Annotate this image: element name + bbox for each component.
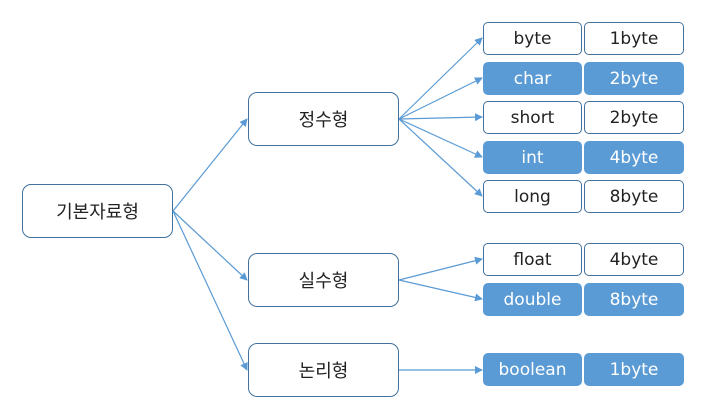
type-size: 8byte bbox=[609, 186, 659, 207]
group-node-float: 실수형 bbox=[248, 253, 399, 307]
type-size-cell-int: 4byte bbox=[584, 141, 684, 174]
type-name-cell-double: double bbox=[483, 283, 582, 316]
type-name-cell-int: int bbox=[483, 141, 582, 174]
type-size-cell-float: 4byte bbox=[584, 243, 684, 276]
group-node-label: 정수형 bbox=[298, 110, 349, 131]
type-name: float bbox=[513, 249, 552, 270]
type-name: short bbox=[510, 107, 555, 128]
type-name: char bbox=[513, 68, 552, 89]
type-size-cell-byte: 1byte bbox=[584, 22, 684, 55]
type-name: long bbox=[514, 186, 551, 207]
group-node-label: 실수형 bbox=[298, 271, 349, 292]
edge-integer-to-char bbox=[398, 77, 483, 120]
type-size: 4byte bbox=[609, 249, 659, 270]
type-name: byte bbox=[513, 28, 552, 49]
type-name-cell-float: float bbox=[483, 243, 582, 276]
type-size: 4byte bbox=[609, 147, 659, 168]
type-size: 8byte bbox=[609, 289, 659, 310]
edge-integer-to-byte bbox=[398, 37, 483, 120]
type-size-cell-long: 8byte bbox=[584, 180, 684, 213]
type-name-cell-boolean: boolean bbox=[483, 353, 582, 386]
edge-integer-to-long bbox=[398, 118, 483, 197]
type-name-cell-char: char bbox=[483, 62, 582, 95]
group-node-label: 논리형 bbox=[298, 361, 349, 382]
type-size: 1byte bbox=[609, 359, 659, 380]
root-node-label: 기본자료형 bbox=[56, 202, 139, 223]
type-size: 2byte bbox=[609, 107, 659, 128]
edge-root-to-integer bbox=[172, 118, 248, 212]
edge-integer-to-short bbox=[398, 113, 483, 122]
edge-root-to-boolean bbox=[172, 210, 248, 371]
edge-integer-to-int bbox=[398, 118, 483, 158]
type-name: boolean bbox=[498, 359, 567, 380]
type-size-cell-boolean: 1byte bbox=[584, 353, 684, 386]
type-size: 2byte bbox=[609, 68, 659, 89]
type-name: double bbox=[503, 289, 562, 310]
group-node-boolean: 논리형 bbox=[248, 343, 399, 397]
edge-float-to-float bbox=[398, 256, 483, 281]
type-name-cell-byte: byte bbox=[483, 22, 582, 55]
edge-float-to-double bbox=[398, 279, 483, 302]
type-name-cell-long: long bbox=[483, 180, 582, 213]
type-name-cell-short: short bbox=[483, 101, 582, 134]
type-name: int bbox=[521, 147, 544, 168]
group-node-integer: 정수형 bbox=[248, 92, 399, 146]
type-size-cell-double: 8byte bbox=[584, 283, 684, 316]
root-node-primitive-types: 기본자료형 bbox=[22, 184, 173, 238]
type-size-cell-char: 2byte bbox=[584, 62, 684, 95]
type-size: 1byte bbox=[609, 28, 659, 49]
type-size-cell-short: 2byte bbox=[584, 101, 684, 134]
edge-root-to-float bbox=[172, 210, 248, 281]
